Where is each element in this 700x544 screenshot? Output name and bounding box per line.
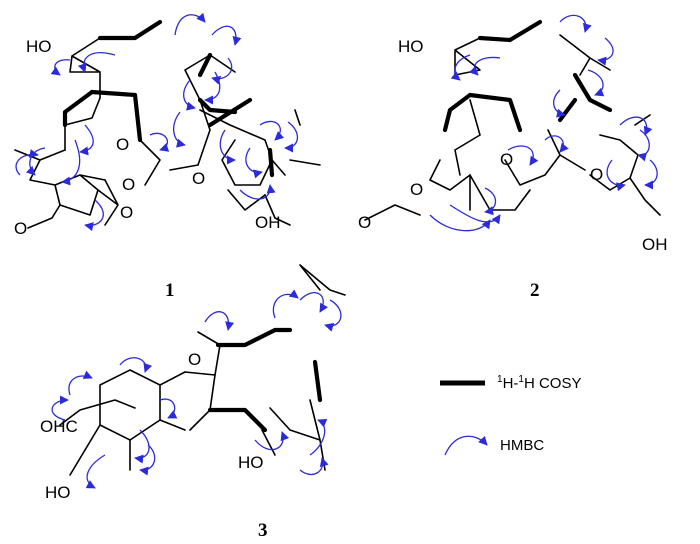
c1-label-ring-o2: O [192,169,205,188]
compound-3-bonds [59,264,346,476]
c1-label-oh-bottom: OH [255,213,281,232]
compound-2-bonds [364,34,661,221]
legend-cosy-label: 1H-1H COSY [497,374,581,392]
c1-label-oh-top: HO [26,37,52,56]
c2-label-ring-o1: O [500,150,513,169]
compound-3-hmbc [51,289,342,489]
c2-label-ring-o2: O [590,165,603,184]
legend-hmbc-arrow [444,435,488,456]
c2-label-lactone-o: O [410,180,423,199]
compound-2-cosy [442,19,613,133]
compound-2-id: 2 [530,280,540,301]
compound-1-bonds [14,37,321,229]
legend: 1H-1H COSY HMBC [440,374,581,456]
c2-label-carbonyl-o: O [358,213,371,232]
compound-2: HO OH O O O O 2 [358,14,668,301]
compound-1-atoms: HO OH O O O O O [14,37,281,238]
c2-label-oh-bottom: OH [642,235,668,254]
compound-3: OHC HO HO O 3 [40,264,346,541]
compound-3-id: 3 [258,520,268,541]
compound-2-hmbc [429,14,658,232]
c1-label-methoxy-o: O [120,203,133,222]
compound-3-atoms: OHC HO HO O [40,350,264,502]
compound-1-hmbc [15,12,299,232]
compound-1-id: 1 [165,280,175,301]
c3-label-cho: OHC [40,417,78,436]
legend-hmbc-label: HMBC [500,437,544,454]
c1-label-ketone-o: O [14,219,27,238]
c2-label-oh-top: HO [398,37,424,56]
compound-1-cosy [62,19,275,178]
c3-label-ring-o: O [188,350,201,369]
compound-1: HO OH O O O O O 1 [14,12,321,301]
c3-label-oh-phenol: HO [45,483,71,502]
c1-label-ring-o1: O [116,135,129,154]
c1-label-ring-o3: O [122,175,135,194]
c3-label-oh-side: HO [238,453,264,472]
compound-3-cosy [207,327,323,433]
compound-2-atoms: HO OH O O O O [358,37,668,254]
